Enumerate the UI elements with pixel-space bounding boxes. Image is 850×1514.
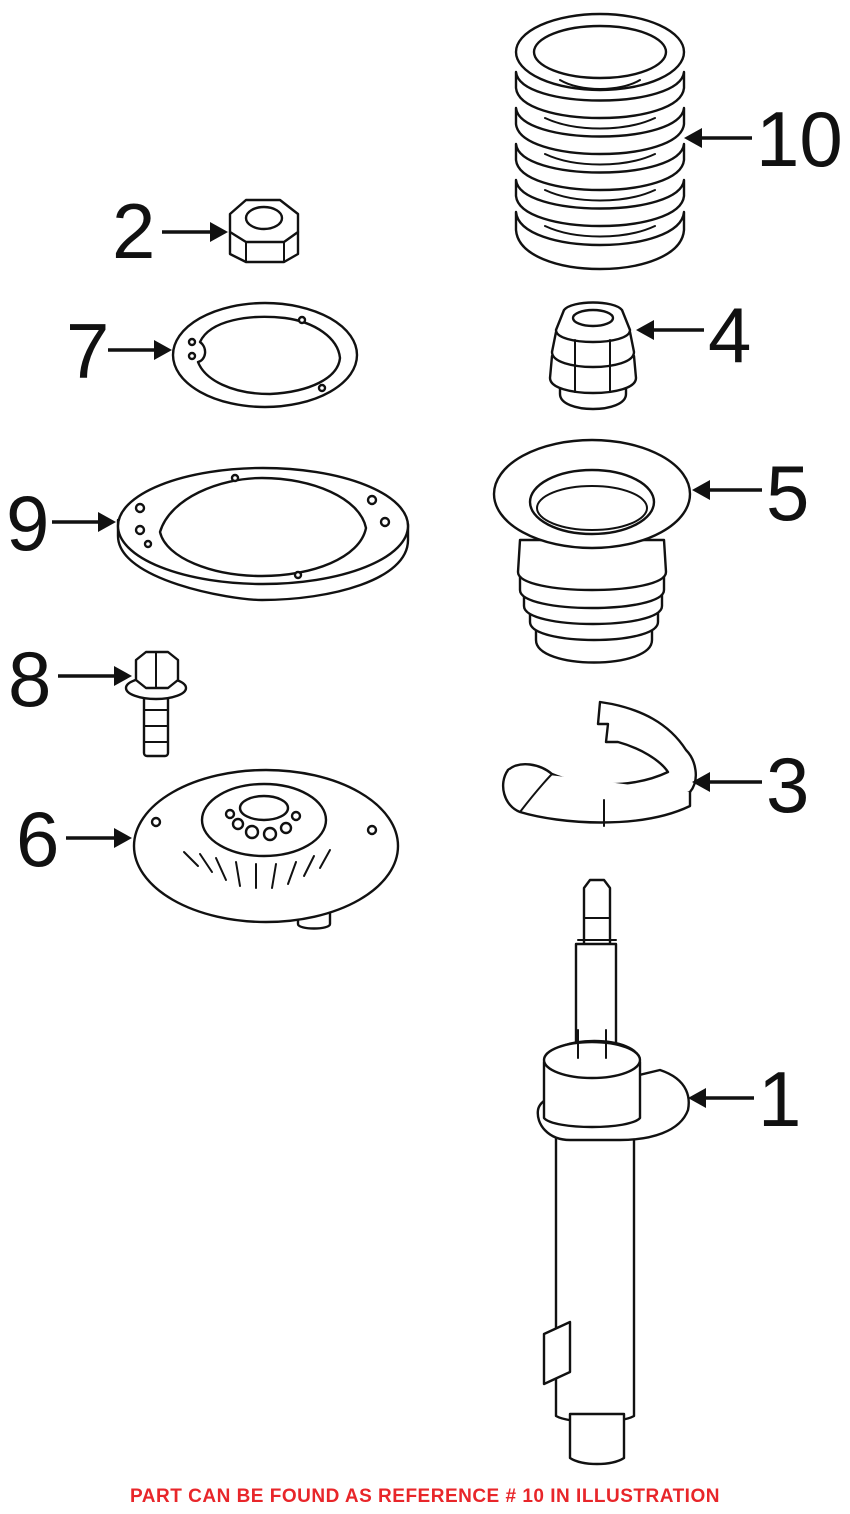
coil-spring-part: [514, 12, 686, 271]
callout-9: 9: [6, 479, 116, 567]
callout-2: 2: [112, 187, 228, 275]
large-gasket-part: [116, 466, 410, 602]
callout-number-7: 7: [66, 307, 109, 395]
callout-number-9: 9: [6, 479, 49, 567]
small-gasket-part: [171, 301, 359, 409]
callout-7: 7: [66, 307, 172, 395]
callout-number-6: 6: [16, 795, 59, 883]
callout-1: 1: [688, 1055, 801, 1143]
strut-mount-part: [132, 768, 400, 930]
nut-part: [228, 198, 300, 264]
callout-number-3: 3: [766, 741, 809, 829]
callout-5: 5: [692, 449, 809, 537]
callout-number-4: 4: [708, 291, 751, 379]
callout-10: 10: [684, 95, 843, 183]
bolt-part: [124, 650, 188, 758]
reference-note: PART CAN BE FOUND AS REFERENCE # 10 IN I…: [130, 1486, 720, 1507]
strut-part: [536, 878, 690, 1466]
bump-stop-part: [548, 301, 638, 411]
callout-number-1: 1: [758, 1055, 801, 1143]
callout-number-10: 10: [756, 95, 843, 183]
callout-8: 8: [8, 635, 132, 723]
callout-6: 6: [16, 795, 132, 883]
callout-4: 4: [636, 291, 751, 379]
callout-3: 3: [692, 741, 809, 829]
spring-seat-part: [501, 700, 697, 827]
callout-number-2: 2: [112, 187, 155, 275]
callout-number-8: 8: [8, 635, 51, 723]
dust-boot-part: [492, 438, 692, 664]
callout-number-5: 5: [766, 449, 809, 537]
